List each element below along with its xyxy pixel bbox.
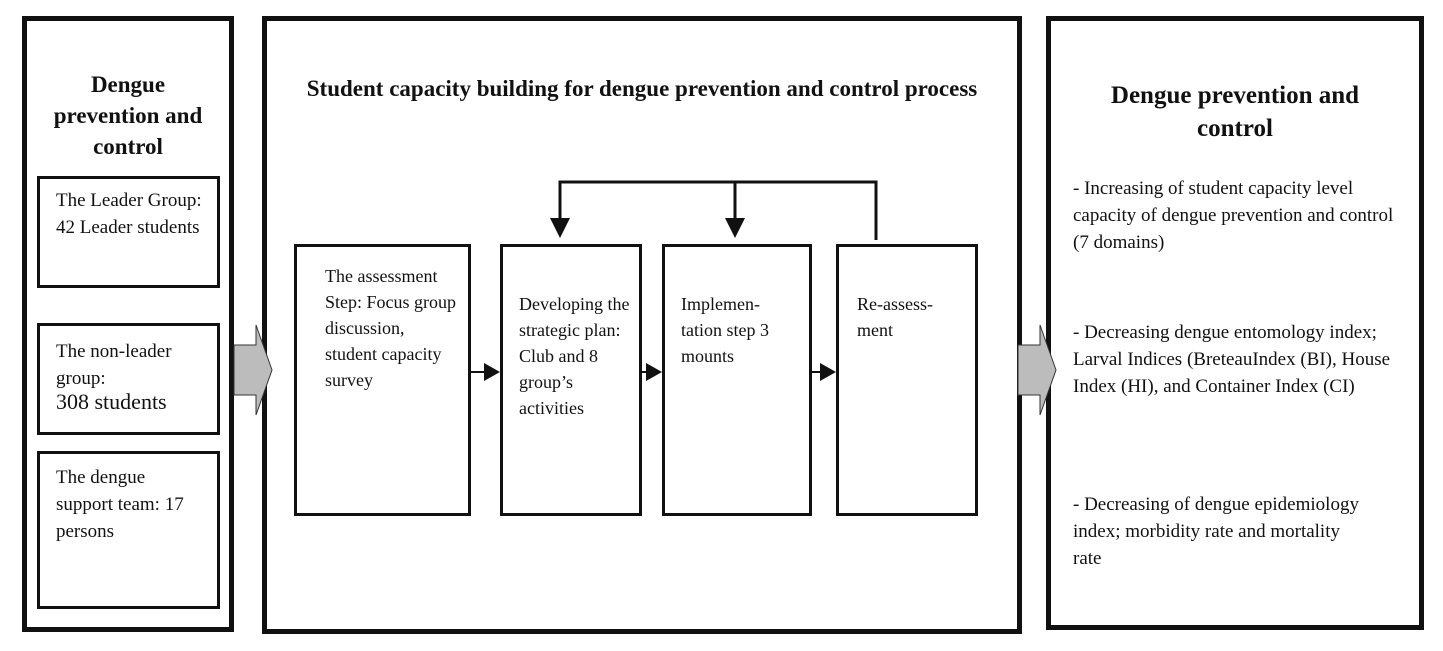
feedback-arrowhead-2	[725, 218, 745, 238]
right-panel: Dengue prevention and control - Increasi…	[1046, 16, 1424, 630]
left-block-arrow	[233, 324, 273, 416]
step-reassessment-box: Re-assess-ment	[836, 244, 978, 516]
outcome-capacity: - Increasing of student capacity level c…	[1073, 175, 1408, 256]
right-block-arrow	[1017, 324, 1057, 416]
non-leader-group-box: The non-leader group: 308 students	[37, 323, 220, 435]
leader-group-box: The Leader Group: 42 Leader students	[37, 176, 220, 288]
step-arrow-1-head	[484, 363, 500, 381]
step-strategic-plan-box: Developing the strategic plan: Club and …	[500, 244, 642, 516]
support-team-box: The dengue support team: 17 persons	[37, 451, 220, 609]
step-reassessment-label: Re-assess-ment	[857, 294, 933, 340]
left-panel: Dengue prevention and control The Leader…	[22, 16, 234, 632]
non-leader-group-text: The non-leader group:	[56, 341, 172, 389]
step-assessment-label: The assessment Step: Focus group discuss…	[325, 266, 457, 390]
outcome-entomology: - Decreasing dengue entomology index; La…	[1073, 322, 1391, 397]
center-panel-title: Student capacity building for dengue pre…	[306, 76, 978, 101]
non-leader-group-count: 308 students	[56, 389, 167, 414]
support-team-text: The dengue support team: 17 persons	[56, 467, 184, 542]
step-implementation-label: Implemen-tation step 3 mounts	[681, 294, 769, 366]
outcome-capacity-sub: (7 domains)	[1073, 232, 1165, 253]
outcome-capacity-text: - Increasing of student capacity level c…	[1073, 178, 1394, 226]
step-implementation-box: Implemen-tation step 3 mounts	[662, 244, 812, 516]
feedback-arrowhead-1	[550, 218, 570, 238]
feedback-loop-line	[558, 180, 878, 240]
step-strategic-plan-label: Developing the strategic plan: Club and …	[519, 294, 630, 418]
step-assessment-box: The assessment Step: Focus group discuss…	[294, 244, 471, 516]
outcome-epidemiology: - Decreasing of dengue epidemiology inde…	[1073, 494, 1359, 569]
leader-group-text: The Leader Group: 42 Leader students	[56, 190, 202, 238]
right-panel-title: Dengue prevention and control	[1110, 82, 1360, 142]
step-arrow-3-head	[820, 363, 836, 381]
step-arrow-2-head	[646, 363, 662, 381]
left-panel-title: Dengue prevention and control	[53, 72, 203, 159]
